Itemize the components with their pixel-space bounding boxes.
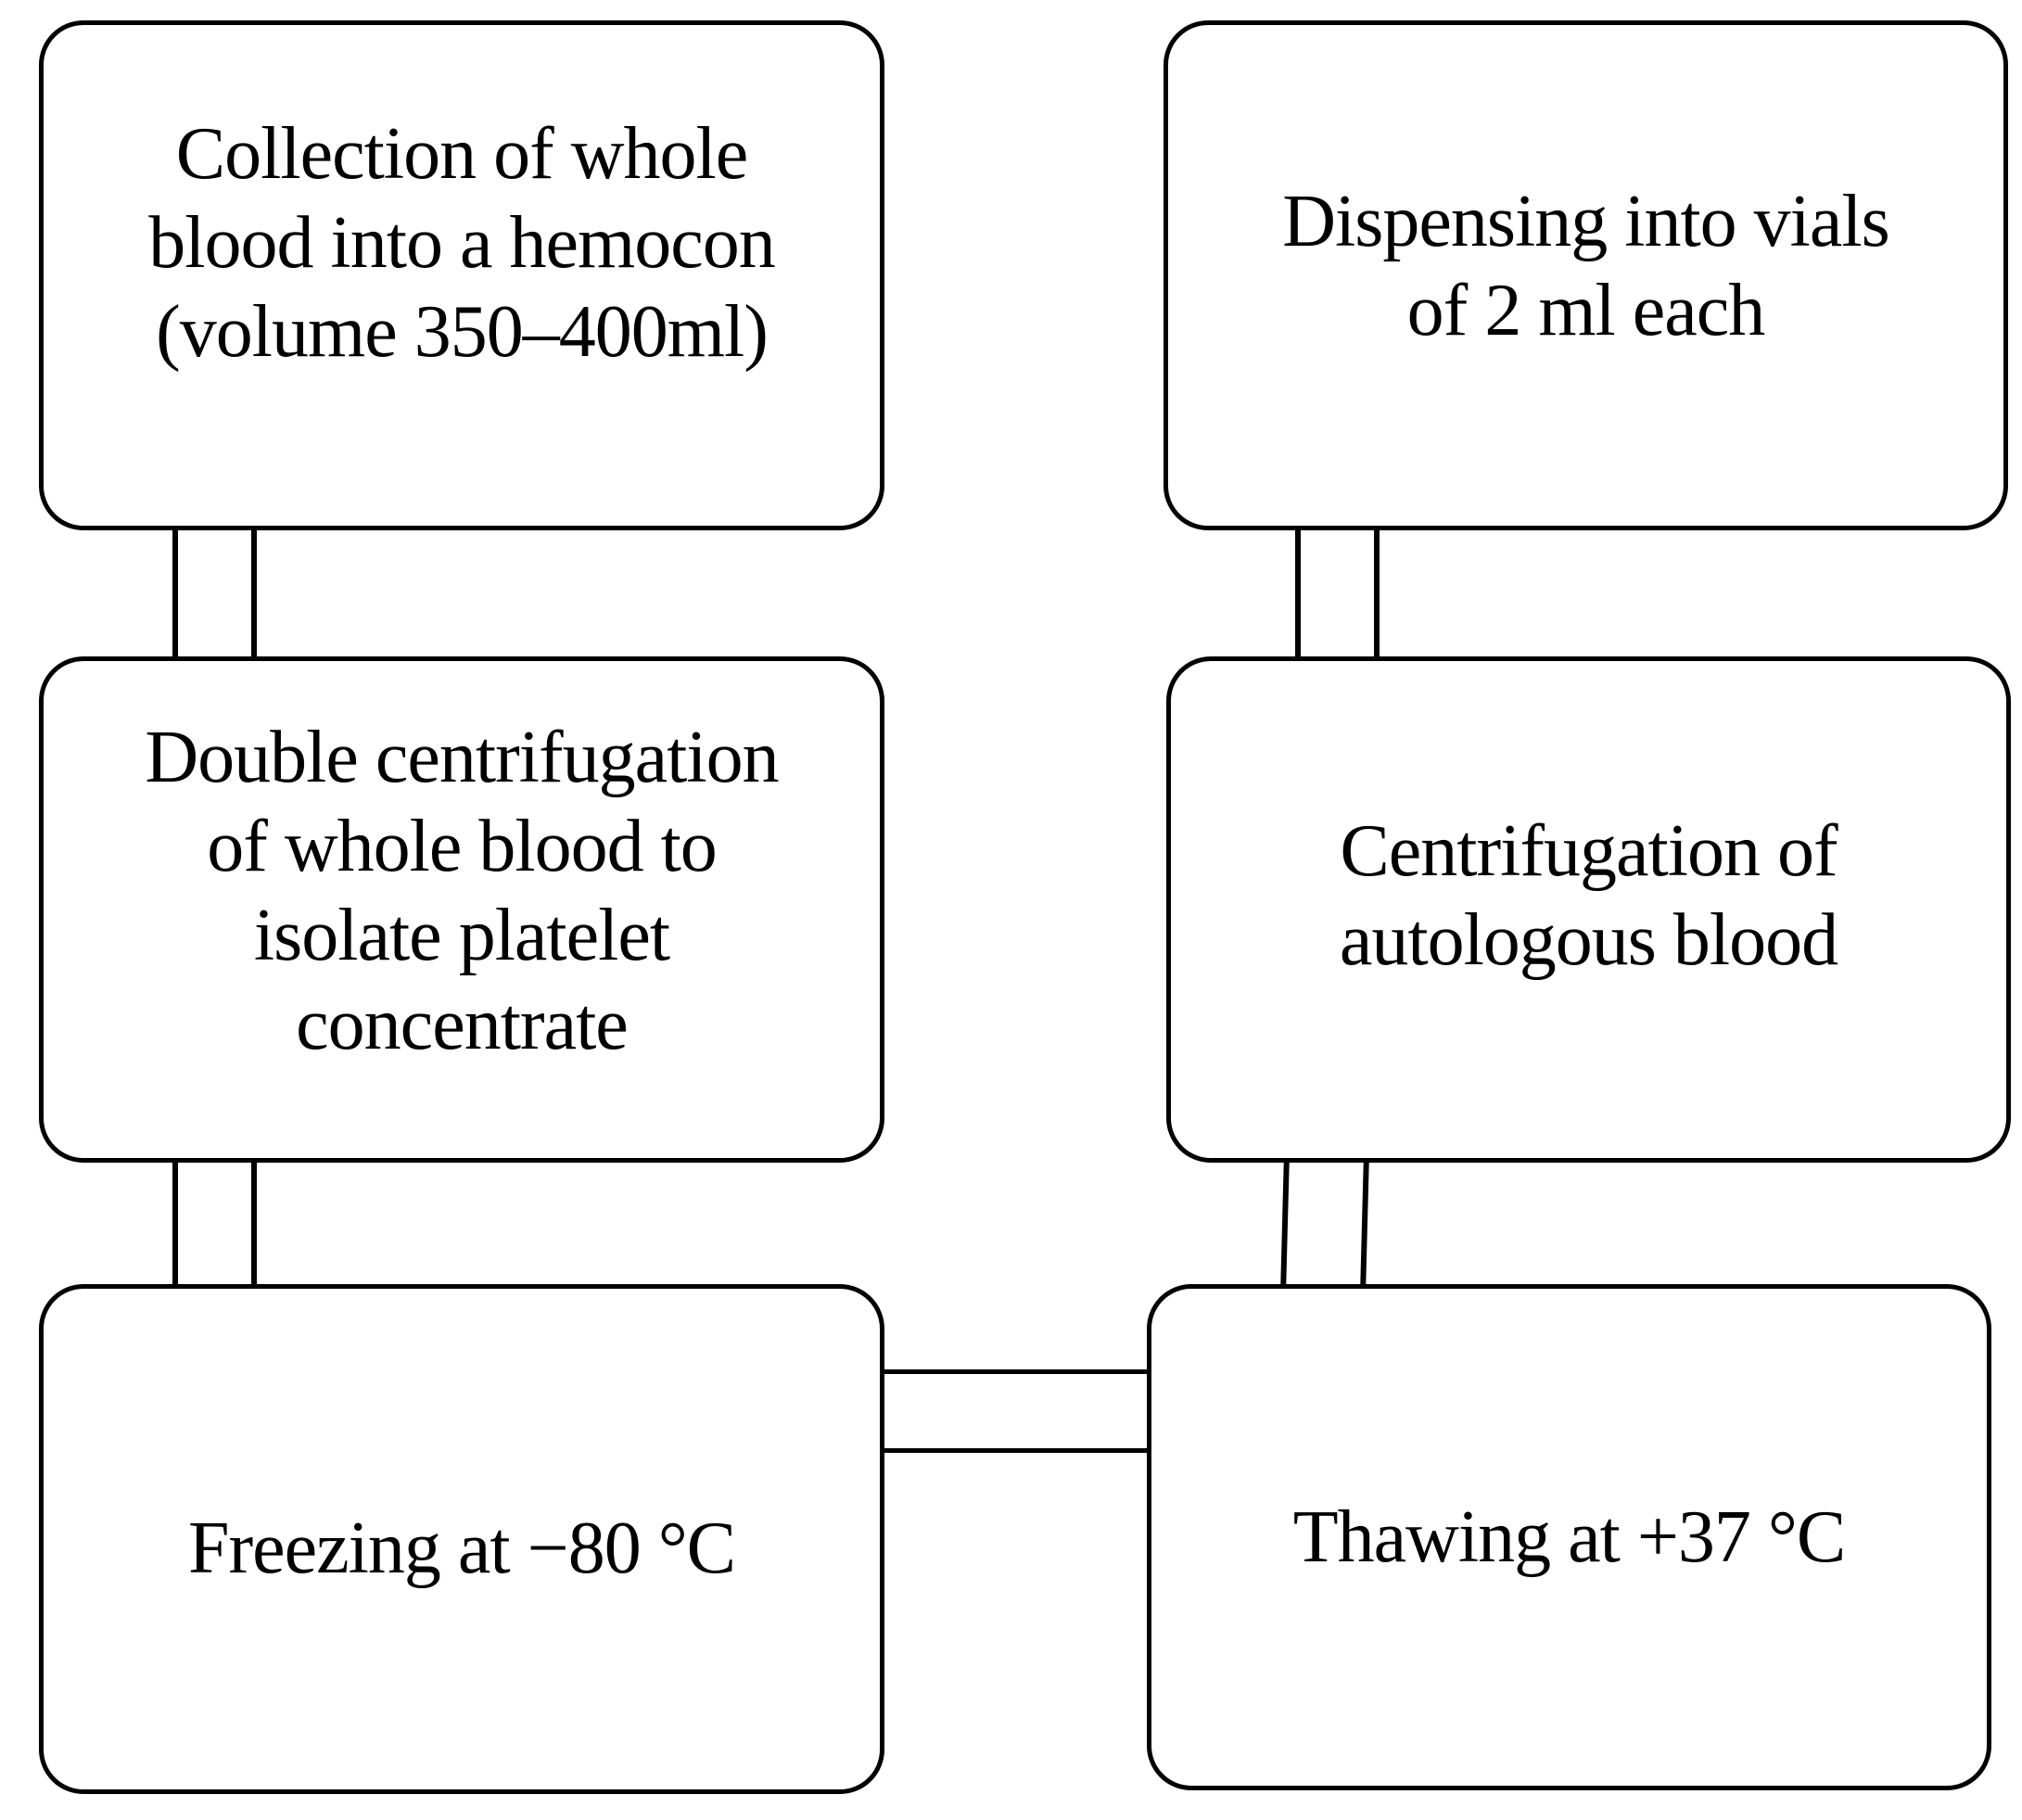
connector-collection-to-centrifugation bbox=[172, 528, 257, 658]
connector-autologous-centrifugation-to-dispensing bbox=[1295, 528, 1380, 658]
connector-freezing-to-thawing bbox=[883, 1369, 1149, 1453]
step-collection-text: Collection of whole blood into a hemocon… bbox=[148, 113, 775, 373]
step-collection-box: Collection of whole blood into a hemocon… bbox=[39, 20, 884, 530]
step-thawing-text: Thawing at +37 °C bbox=[1292, 1496, 1847, 1578]
step-thawing-box: Thawing at +37 °C bbox=[1147, 1284, 1991, 1790]
step-freezing-box: Freezing at −80 °C bbox=[39, 1284, 884, 1794]
step-dispensing-text: Dispensing into vials of 2 ml each bbox=[1282, 181, 1890, 351]
step-freezing-text: Freezing at −80 °C bbox=[187, 1508, 736, 1589]
step-double-centrifugation-box: Double centrifugation of whole blood to … bbox=[39, 656, 884, 1163]
connector-thawing-to-autologous-centrifugation bbox=[1280, 1161, 1369, 1286]
step-double-centrifugation-text: Double centrifugation of whole blood to … bbox=[145, 717, 779, 1065]
step-dispensing-box: Dispensing into vials of 2 ml each bbox=[1164, 20, 2008, 530]
connector-centrifugation-to-freezing bbox=[172, 1161, 257, 1286]
step-autologous-centrifugation-box: Centrifugation of autologous blood bbox=[1166, 656, 2011, 1163]
step-autologous-centrifugation-text: Centrifugation of autologous blood bbox=[1339, 810, 1838, 981]
